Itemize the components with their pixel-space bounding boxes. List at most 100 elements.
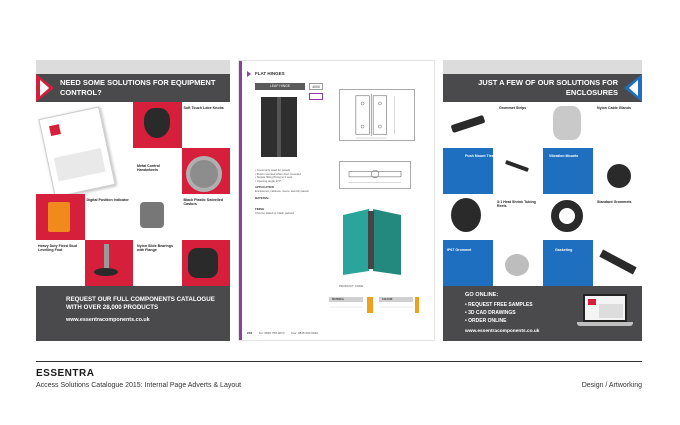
tile-ip67-grommet (493, 240, 543, 286)
product-label: Push Mount Ties (465, 154, 494, 158)
advert-footer: GO ONLINE: • REQUEST FREE SAMPLES • 3D C… (443, 286, 642, 341)
handwheel-image (186, 156, 222, 192)
advert-footer: REQUEST OUR FULL COMPONENTS CATALOGUE WI… (36, 286, 230, 341)
enclosures-advert: JUST A FEW OF OUR SOLUTIONS FOR ENCLOSUR… (443, 60, 642, 341)
chevron-inner-icon (629, 80, 638, 96)
tile-cable-glands: Nylon Cable Glands (593, 102, 642, 148)
page-footer: 218 Tel: 0845 758 0070 Fax: 0845 600 004… (247, 331, 318, 335)
catalogue-cover-tile (36, 102, 133, 198)
lobe-knob-image (144, 108, 170, 138)
advert-header: NEED SOME SOLUTIONS FOR EQUIPMENT CONTRO… (36, 74, 230, 102)
material-label: MATERIAL (255, 195, 270, 200)
finish-label: FINISH (255, 207, 265, 212)
product-code-label: PRODUCT CODE (339, 284, 364, 288)
spec-line: • Simple fitting ffixing to 2 sets (255, 175, 293, 180)
product-label: Standard Grommets (597, 200, 632, 204)
technical-drawing-side (339, 161, 411, 189)
product-label: Soft Touch Lobe Knobs (183, 106, 224, 110)
table-header-material: MATERIAL (332, 297, 345, 301)
product-label: IP67 Grommet (447, 248, 472, 252)
product-label: Vibration Mounts (549, 154, 579, 158)
product-label: Grommet Strips (499, 106, 527, 110)
tile-position-indicator: Digital Position Indicator (84, 194, 133, 240)
tile-standard-grommets: Standard Grommets (593, 194, 642, 240)
product-grid: Soft Touch Lobe Knobs Metal Control Hand… (36, 102, 230, 286)
gasket-image (599, 249, 637, 275)
bullet-item: • ORDER ONLINE (465, 318, 507, 324)
tile-bg (443, 148, 493, 194)
tile-castors: Black Plastic Swivelled Castors (181, 194, 230, 240)
spec-line: • Opening angle 270° (255, 178, 282, 183)
grommet-image (551, 200, 583, 232)
product-grid: Grommet Strips Nylon Cable Glands Push M… (443, 102, 642, 286)
spec-line: • Flush mounted when door mounted (255, 171, 301, 176)
slide-bearing-image (188, 248, 218, 278)
tile-slide-bearings: Nylon Slide Bearings with Flange (133, 240, 182, 286)
screen-content-image (599, 304, 623, 318)
catalogue-spread: NEED SOME SOLUTIONS FOR EQUIPMENT CONTRO… (36, 60, 642, 341)
website-link[interactable]: www.essentracomponents.co.uk (465, 329, 540, 334)
finish-text: Chrome plated or black painted (255, 210, 294, 215)
project-role: Design / Artworking (581, 382, 642, 389)
tile-gasketing (593, 240, 642, 286)
essentra-logo-icon (49, 124, 61, 137)
technical-drawing-front (339, 89, 415, 141)
page-title: FLAT HINGES (255, 71, 285, 76)
castor-image (140, 202, 164, 228)
tile-push-mount-ties: Push Mount Ties (465, 148, 543, 194)
product-label: Digital Position Indicator (86, 198, 129, 202)
product-tag: 4000 (309, 83, 323, 90)
advert-header: JUST A FEW OF OUR SOLUTIONS FOR ENCLOSUR… (443, 74, 642, 102)
product-label: Nylon Slide Bearings with Flange (137, 244, 173, 253)
product-label: Gasketing (555, 248, 573, 252)
spec-block: • Commonly used for panels • Flush mount… (255, 168, 325, 215)
ip67-grommet-image (505, 254, 529, 276)
product-label: 3:1 Heat Shrink Tubing Reels (497, 200, 536, 209)
laptop-screen-image (583, 294, 627, 322)
hinge-3d-render (343, 209, 401, 275)
screen-logo-icon (588, 299, 596, 305)
bullet-item: • REQUEST FREE SAMPLES (465, 302, 533, 308)
cable-gland-image (553, 106, 581, 140)
advert-title: NEED SOME SOLUTIONS FOR EQUIPMENT CONTRO… (60, 78, 216, 97)
tile-heat-shrink: 3:1 Heat Shrink Tubing Reels (493, 194, 543, 240)
website-link[interactable]: www.essentracomponents.co.uk (66, 317, 150, 323)
levelling-foot-stud (104, 244, 109, 270)
tile-handwheels: Metal Control Handwheels (133, 148, 182, 194)
brand-name: ESSENTRA (36, 368, 95, 379)
section-colour-bar (239, 61, 242, 340)
tile-grommet-strips: Grommet Strips (493, 102, 543, 148)
page-number: 218 (247, 331, 253, 335)
tile-levelling-foot: Heavy Duty Fixed Stud Levelling Foot (36, 240, 85, 286)
fax-number: Fax: 0845 600 0049 (291, 331, 318, 335)
tile-vibration-mounts (593, 148, 642, 194)
equipment-control-advert: NEED SOME SOLUTIONS FOR EQUIPMENT CONTRO… (36, 60, 230, 341)
product-label: Nylon Cable Glands (597, 106, 631, 110)
tile-bg (543, 148, 593, 194)
product-header: LEAF HINGE (255, 83, 305, 90)
catalogue-cover-image (38, 106, 116, 198)
bullet-item: • 3D CAD DRAWINGS (465, 310, 516, 316)
product-label: Black Plastic Swivelled Castors (183, 198, 224, 207)
caption-divider (36, 361, 642, 362)
go-online-heading: GO ONLINE: (465, 292, 499, 298)
table-header-colour: COLOUR (382, 297, 393, 301)
catalogue-cta: REQUEST OUR FULL COMPONENTS CATALOGUE WI… (66, 296, 215, 311)
tile-bg (543, 240, 593, 286)
application-text: Enclosures, cabinets, doors, electric pa… (255, 188, 309, 193)
cover-products-image (53, 147, 106, 182)
section-arrow-icon (247, 71, 251, 77)
hinge-photo (261, 97, 297, 157)
levelling-foot-image (94, 268, 118, 276)
application-label: APPLICATION (255, 185, 274, 190)
heat-shrink-reel-image (451, 198, 481, 232)
advert-title: JUST A FEW OF OUR SOLUTIONS FOR ENCLOSUR… (478, 78, 618, 97)
spec-line: • Commonly used for panels (255, 168, 291, 172)
tile-bg (443, 240, 493, 286)
product-code-table (329, 297, 419, 313)
product-label: Metal Control Handwheels (137, 164, 160, 173)
tile-soft-touch-knobs: Soft Touch Lobe Knobs (181, 102, 230, 148)
position-indicator-image (48, 202, 70, 232)
vibration-mount-image (607, 164, 631, 188)
flat-hinges-page: FLAT HINGES LEAF HINGE 4000 • Commonly u… (238, 60, 435, 341)
